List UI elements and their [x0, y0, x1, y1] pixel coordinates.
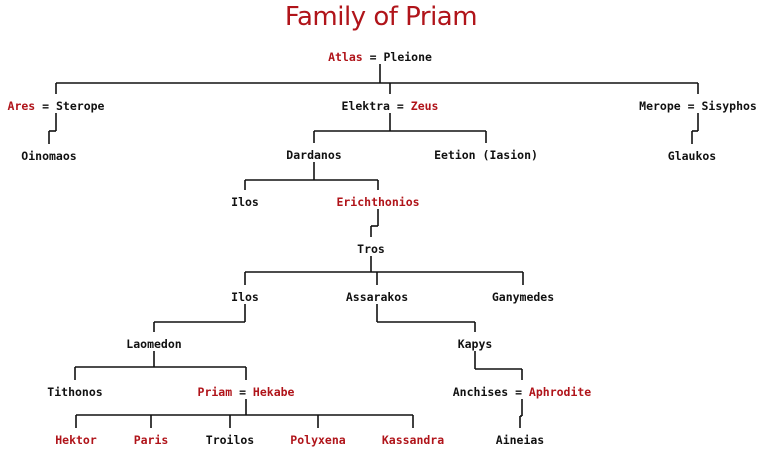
person-kapys: Kapys: [458, 337, 493, 351]
person-aineias: Aineias: [496, 433, 544, 447]
couple-merope-sisyphos: Merope = Sisyphos: [639, 99, 757, 113]
person-dardanos: Dardanos: [286, 148, 341, 162]
couple-atlas-pleione: Atlas = Pleione: [328, 50, 432, 64]
person-tros: Tros: [357, 242, 385, 256]
person-laomedon: Laomedon: [126, 337, 181, 351]
person-troilos: Troilos: [206, 433, 254, 447]
person-paris: Paris: [134, 433, 169, 447]
couple-anchises-aphrodite: Anchises = Aphrodite: [453, 385, 592, 399]
couple-ares-sterope: Ares = Sterope: [8, 99, 105, 113]
person-oinomaos: Oinomaos: [21, 149, 76, 163]
person-tithonos: Tithonos: [47, 385, 102, 399]
person-erichthonios: Erichthonios: [336, 195, 419, 209]
person-eetion: Eetion (Iasion): [434, 148, 538, 162]
diagram-title: Family of Priam: [284, 2, 478, 32]
person-polyxena: Polyxena: [290, 433, 345, 447]
couple-priam-hekabe: Priam = Hekabe: [198, 385, 295, 399]
person-hektor: Hektor: [55, 433, 97, 447]
couple-elektra-zeus: Elektra = Zeus: [342, 99, 439, 113]
person-kassandra: Kassandra: [382, 433, 444, 447]
person-assarakos: Assarakos: [346, 290, 408, 304]
person-ilos-1: Ilos: [231, 195, 259, 209]
person-ilos-2: Ilos: [231, 290, 259, 304]
person-ganymedes: Ganymedes: [492, 290, 554, 304]
person-glaukos: Glaukos: [668, 149, 716, 163]
